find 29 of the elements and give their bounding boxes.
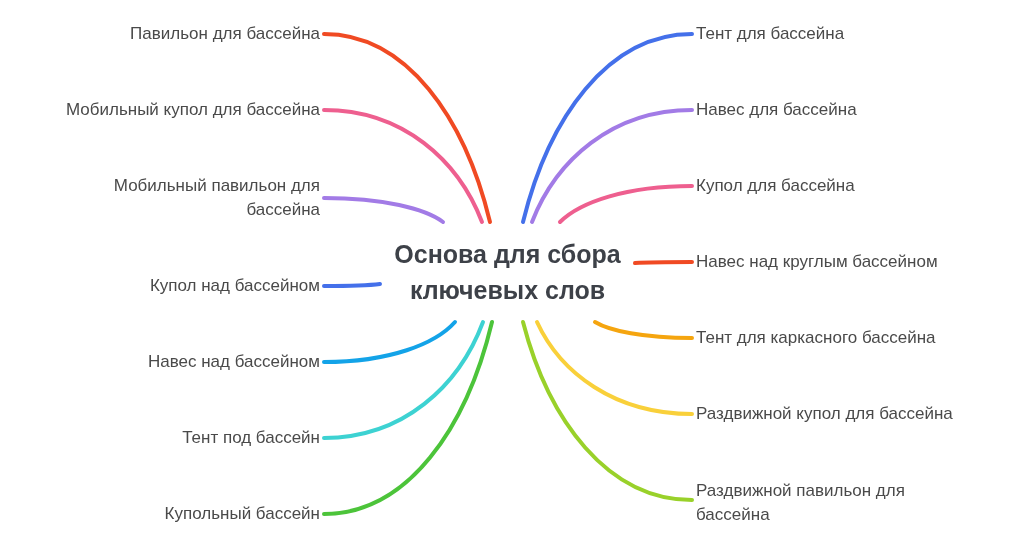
keyword-label: Мобильный павильон для бассейна [70, 174, 320, 222]
keyword-label: Навес над бассейном [20, 350, 320, 374]
keyword-label: Купол над бассейном [20, 274, 320, 298]
keyword-label: Раздвижной павильон для бассейна [696, 479, 956, 527]
connector-curve [322, 32, 492, 224]
keyword-label: Купол для бассейна [696, 174, 1006, 198]
connector-curve [322, 320, 457, 364]
connector-curve [521, 32, 694, 224]
connector-curve [322, 320, 485, 440]
keyword-label: Тент для бассейна [696, 22, 1006, 46]
keyword-label: Навес над круглым бассейном [696, 250, 1006, 274]
keyword-label: Мобильный купол для бассейна [10, 98, 320, 122]
keyword-label: Павильон для бассейна [20, 22, 320, 46]
keyword-label: Купольный бассейн [20, 502, 320, 526]
connector-curve [521, 320, 694, 502]
connector-curve [322, 320, 494, 516]
central-topic: Основа для сбора ключевых слов [380, 222, 635, 322]
keyword-label: Тент для каркасного бассейна [696, 326, 1006, 350]
connector-curve [322, 196, 445, 224]
connector-curve [530, 108, 694, 224]
connector-curve [593, 320, 694, 340]
connector-curve [558, 184, 694, 224]
connector-curve [322, 108, 484, 224]
connector-curve [535, 320, 694, 416]
keyword-label: Навес для бассейна [696, 98, 1006, 122]
keyword-label: Тент под бассейн [20, 426, 320, 450]
connector-curve [322, 282, 382, 288]
keyword-label: Раздвижной купол для бассейна [696, 402, 1014, 426]
connector-curve [633, 260, 694, 265]
